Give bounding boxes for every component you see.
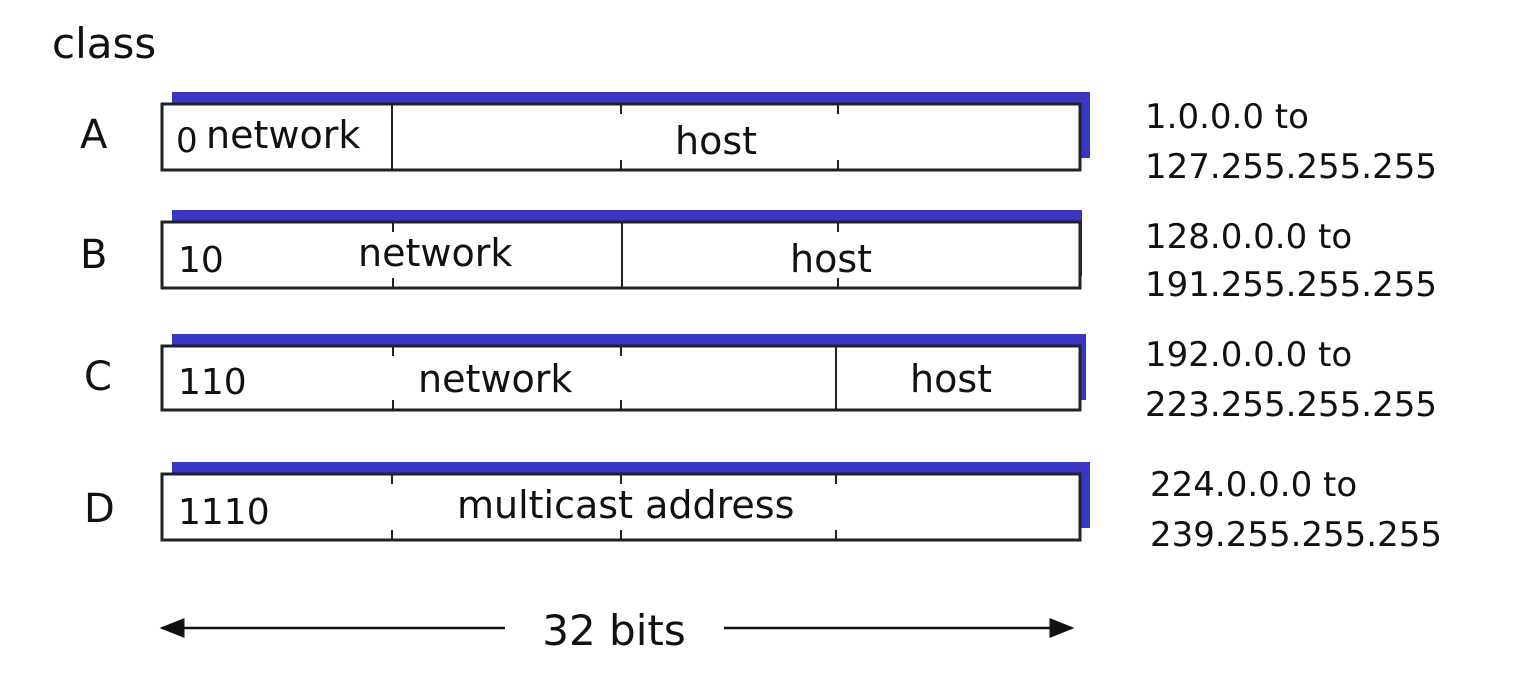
row-d-range-end: 239.255.255.255 xyxy=(1150,515,1442,555)
row-d-range-start: 224.0.0.0 to xyxy=(1150,465,1357,505)
row-d-box xyxy=(160,472,1082,542)
width-label: 32 bits xyxy=(542,606,685,655)
class-row-a: A 0 network host 1.0.0.0 to 127.255.255.… xyxy=(80,92,1437,187)
row-c-network-field: network xyxy=(418,357,572,401)
row-c-range-end: 223.255.255.255 xyxy=(1145,385,1437,425)
row-d-letter: D xyxy=(84,486,115,532)
class-row-c: C 110 network host 192.0.0.0 to 223.255.… xyxy=(84,334,1437,425)
row-a-host-field: host xyxy=(675,119,757,163)
row-b-prefix: 10 xyxy=(178,240,224,281)
row-c-prefix: 110 xyxy=(178,362,247,403)
row-c-range-start: 192.0.0.0 to xyxy=(1145,335,1352,375)
row-a-prefix: 0 xyxy=(176,121,198,161)
row-a-range-end: 127.255.255.255 xyxy=(1145,147,1437,187)
class-heading: class xyxy=(52,19,156,68)
row-b-range-end: 191.255.255.255 xyxy=(1145,265,1437,305)
class-row-b: B 10 network host 128.0.0.0 to 191.255.2… xyxy=(80,210,1437,305)
row-d-prefix: 1110 xyxy=(178,492,270,533)
row-a-range-start: 1.0.0.0 to xyxy=(1145,97,1309,137)
row-b-network-field: network xyxy=(358,231,512,275)
row-a-network-field: network xyxy=(206,113,360,157)
row-d-multicast-field: multicast address xyxy=(457,483,794,527)
row-b-range-start: 128.0.0.0 to xyxy=(1145,217,1352,257)
row-a-box xyxy=(160,102,1082,172)
class-row-d: D 1110 multicast address 224.0.0.0 to 23… xyxy=(84,462,1442,555)
width-indicator: 32 bits xyxy=(159,606,1075,655)
row-c-box xyxy=(160,344,1082,412)
row-c-host-field: host xyxy=(910,357,992,401)
row-b-host-field: host xyxy=(790,237,872,281)
row-b-letter: B xyxy=(80,232,107,278)
row-a-letter: A xyxy=(80,112,108,158)
row-c-letter: C xyxy=(84,354,112,400)
